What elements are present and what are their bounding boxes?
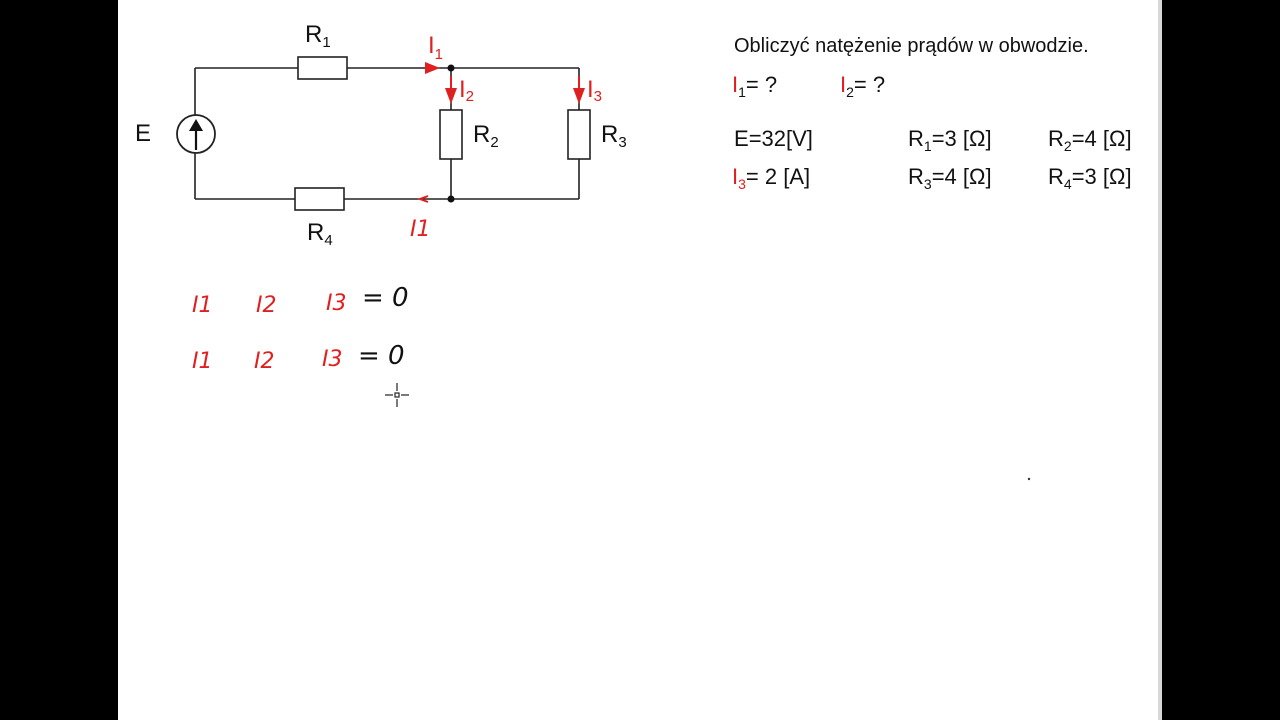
i3-arrow-icon bbox=[573, 88, 585, 104]
given-r2: R2=4 [Ω] bbox=[1048, 126, 1132, 154]
given-i3: I3= 2 [A] bbox=[732, 164, 810, 192]
junction-top bbox=[447, 64, 455, 72]
hw-line2-term2: I2 bbox=[254, 349, 275, 374]
current-arrows bbox=[425, 62, 585, 104]
r3-label: R3 bbox=[601, 121, 627, 151]
r4-label: R4 bbox=[307, 219, 333, 249]
hw-line2-rhs: = 0 bbox=[358, 341, 405, 371]
hw-line2-term3: I3 bbox=[322, 347, 343, 372]
crosshair-cursor-icon bbox=[385, 383, 409, 407]
board-edge bbox=[1158, 0, 1162, 720]
resistor-r2 bbox=[439, 109, 463, 160]
hw-line1-term1: I1 bbox=[192, 293, 213, 318]
hw-line1-term2: I2 bbox=[256, 293, 277, 318]
problem-title: Obliczyć natężenie prądów w obwodzie. bbox=[734, 35, 1089, 57]
hw-line2-term1: I1 bbox=[192, 349, 213, 374]
i2-label: I2 bbox=[459, 76, 474, 105]
r2-label: R2 bbox=[473, 121, 499, 151]
resistor-r4 bbox=[294, 187, 345, 211]
unknown-i1: I1= ? bbox=[732, 72, 777, 100]
i1-label: I1 bbox=[428, 32, 443, 63]
i1-arrow-icon bbox=[425, 62, 440, 74]
stray-dot bbox=[1027, 477, 1031, 481]
wires bbox=[194, 67, 580, 200]
junction-bottom bbox=[447, 195, 455, 203]
arrow-up-icon bbox=[189, 119, 203, 131]
given-r3: R3=4 [Ω] bbox=[908, 164, 992, 192]
resistor-r1 bbox=[297, 56, 348, 80]
hw-line1-rhs: = 0 bbox=[362, 283, 409, 313]
given-r1: R1=3 [Ω] bbox=[908, 126, 992, 154]
whiteboard bbox=[118, 0, 1158, 720]
r1-label: R1 bbox=[305, 21, 331, 51]
i2-arrow-icon bbox=[445, 88, 457, 104]
source-label: E bbox=[135, 120, 151, 147]
hw-line1-term3: I3 bbox=[326, 291, 347, 316]
return-arrow-icon bbox=[417, 195, 429, 203]
unknown-i2: I2= ? bbox=[840, 72, 885, 100]
i3-label: I3 bbox=[587, 76, 602, 105]
resistor-r3 bbox=[567, 109, 591, 160]
voltage-source bbox=[176, 114, 216, 154]
return-current-label: I1 bbox=[410, 217, 431, 242]
handwritten-equations: I1 I2 I3 = 0 I1 I2 I3 = 0 bbox=[192, 283, 409, 374]
given-r4: R4=3 [Ω] bbox=[1048, 164, 1132, 192]
given-e: E=32[V] bbox=[734, 126, 813, 151]
